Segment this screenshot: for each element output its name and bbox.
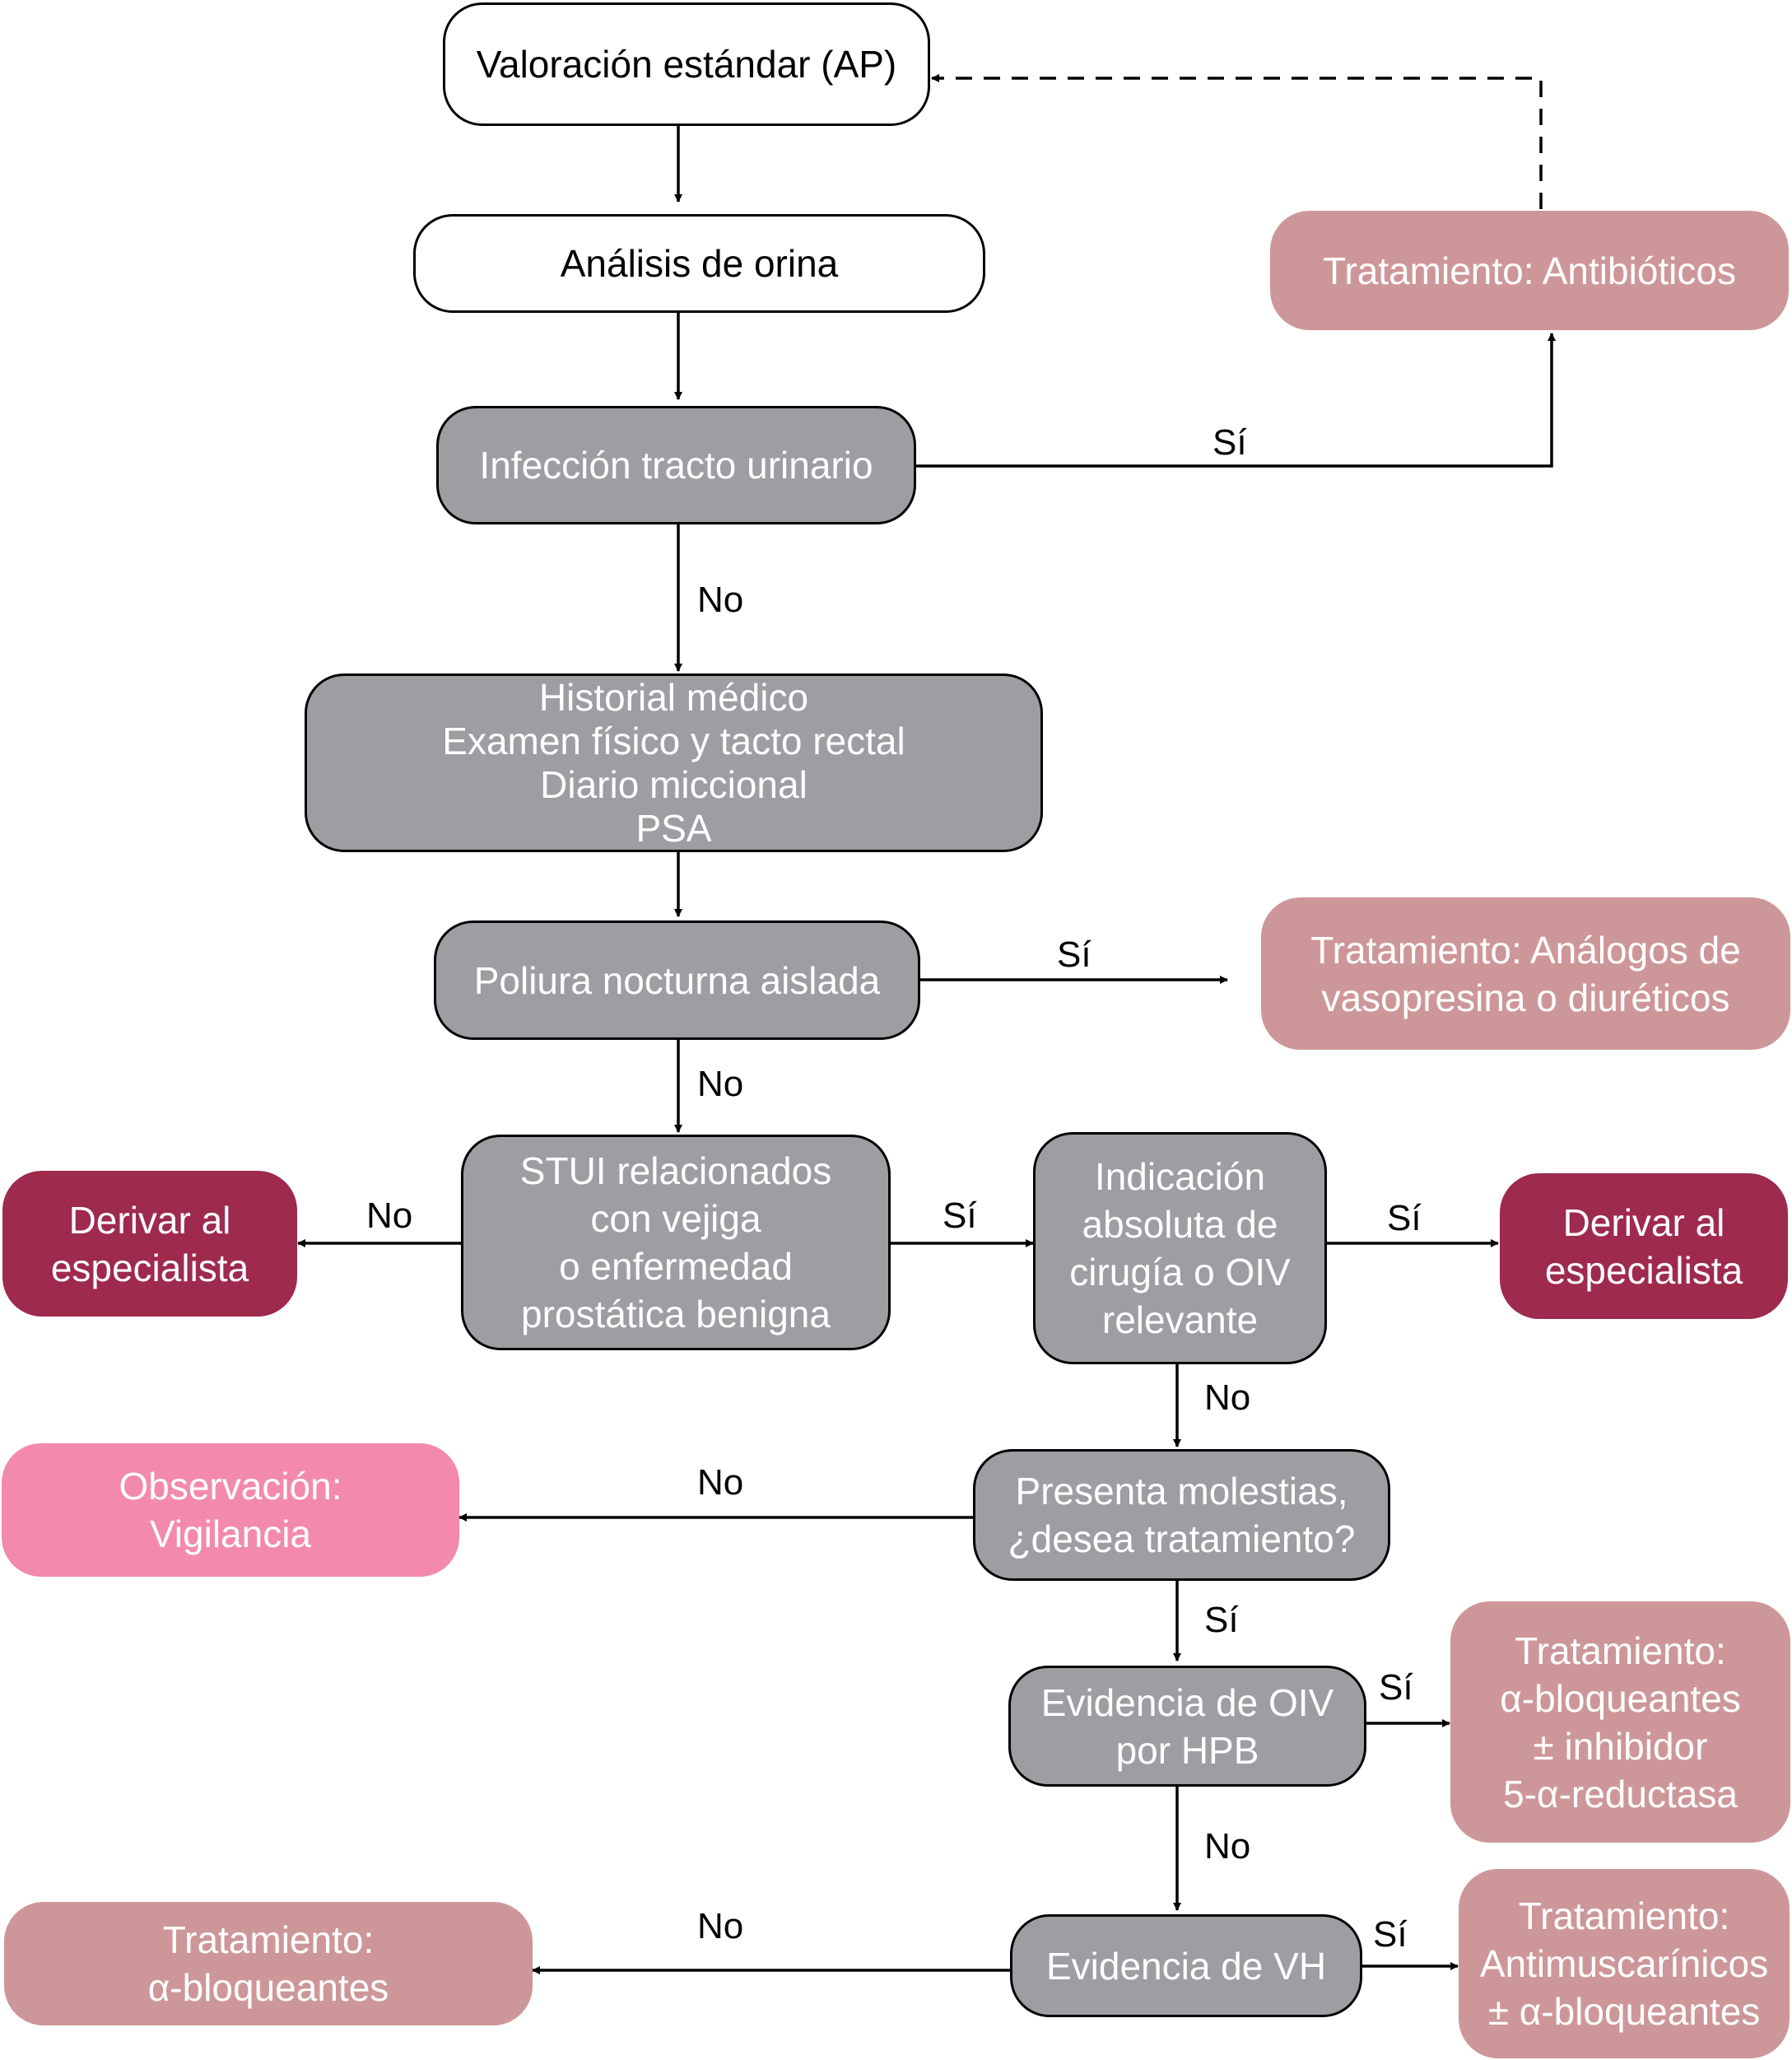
node-line: Tratamiento: [1518, 1895, 1730, 1937]
node-tratamiento-antimuscarinicos: Tratamiento: Antimuscarínicos ± α-bloque… [1459, 1869, 1790, 2058]
edge-label-oiv-no: No [1204, 1826, 1251, 1867]
edge-label-oiv-si: Sí [1379, 1667, 1413, 1708]
edge-label-infeccion-si: Sí [1213, 422, 1247, 463]
node-text: Tratamiento: Análogos de vasopresina o d… [1310, 926, 1741, 1022]
node-line: α-bloqueantes [1500, 1676, 1741, 1720]
node-line: Tratamiento: [162, 1918, 375, 1961]
node-line: relevante [1101, 1298, 1259, 1341]
node-derivar-especialista-left: Derivar al especialista [2, 1171, 297, 1317]
node-line: Observación: [119, 1465, 342, 1508]
arrow-infeccion-si [916, 333, 1556, 468]
node-line: vasopresina o diuréticos [1321, 976, 1730, 1019]
node-text: Evidencia de VH [1046, 1942, 1326, 1990]
edge-label-stui-no: No [366, 1195, 413, 1236]
node-line: Derivar al [1562, 1200, 1725, 1244]
node-indicacion-absoluta: Indicación absoluta de cirugía o OIV rel… [1033, 1132, 1327, 1364]
node-text: STUI relacionados con vejiga o enfermeda… [520, 1147, 831, 1338]
node-line: prostática benigna [521, 1293, 831, 1335]
node-line: Derivar al [68, 1198, 231, 1242]
node-line: Valoración estándar (AP) [476, 43, 897, 86]
node-text: Presenta molestias, ¿desea tratamiento? [1008, 1467, 1356, 1563]
node-text: Indicación absoluta de cirugía o OIV rel… [1069, 1153, 1290, 1344]
node-text: Análisis de orina [561, 240, 839, 287]
node-derivar-especialista-right: Derivar al especialista [1500, 1173, 1788, 1319]
node-line: especialista [50, 1246, 249, 1289]
node-text: Derivar al especialista [1545, 1199, 1743, 1294]
node-text: Tratamiento: α-bloqueantes ± inhibidor 5… [1500, 1627, 1741, 1818]
node-text: Evidencia de OIV por HPB [1041, 1679, 1334, 1774]
node-line: Tratamiento: Análogos de [1310, 928, 1741, 972]
node-line: Diario miccional [540, 762, 808, 806]
node-text: Historial médico Examen físico y tacto r… [442, 676, 905, 851]
edge-label-poliuria-si: Sí [1057, 934, 1091, 975]
node-text: Tratamiento: Antibióticos [1323, 247, 1736, 295]
node-presenta-molestias: Presenta molestias, ¿desea tratamiento? [973, 1449, 1390, 1581]
edge-label-vh-no: No [697, 1906, 744, 1946]
node-line: Tratamiento: Antibióticos [1323, 249, 1736, 292]
node-line: Presenta molestias, [1015, 1470, 1348, 1512]
node-evidencia-oiv: Evidencia de OIV por HPB [1008, 1666, 1366, 1787]
edge-label-indicacion-no: No [1204, 1377, 1251, 1418]
node-line: Poliura nocturna aislada [473, 958, 881, 1002]
node-line: ± inhibidor [1533, 1724, 1708, 1768]
node-line: cirugía o OIV [1069, 1251, 1291, 1293]
node-line: absoluta de [1082, 1203, 1278, 1246]
edge-label-vh-si: Sí [1373, 1914, 1408, 1955]
edge-label-poliuria-no: No [697, 1064, 744, 1104]
node-line: 5-α-reductasa [1503, 1772, 1738, 1815]
node-line: Análisis de orina [560, 242, 839, 285]
node-valoracion-estandar: Valoración estándar (AP) [443, 2, 930, 126]
node-text: Tratamiento: Antimuscarínicos ± α-bloque… [1480, 1892, 1768, 2035]
node-poliuria-nocturna: Poliura nocturna aislada [434, 920, 920, 1040]
node-text: Observación: Vigilancia [119, 1462, 342, 1558]
node-text: Valoración estándar (AP) [477, 40, 897, 88]
node-line: Evidencia de OIV [1040, 1680, 1334, 1724]
edge-label-indicacion-si: Sí [1387, 1198, 1422, 1238]
node-line: ± α-bloqueantes [1487, 1990, 1761, 2033]
node-line: especialista [1544, 1248, 1743, 1292]
node-evidencia-vh: Evidencia de VH [1010, 1914, 1362, 2017]
node-text: Derivar al especialista [51, 1196, 249, 1292]
node-line: o enfermedad [559, 1245, 793, 1288]
edge-label-molestias-si: Sí [1204, 1600, 1239, 1640]
node-observacion-vigilancia: Observación: Vigilancia [2, 1443, 459, 1577]
node-text: Tratamiento: α-bloqueantes [148, 1916, 389, 2011]
node-tratamiento-vasopresina: Tratamiento: Análogos de vasopresina o d… [1261, 897, 1790, 1050]
edge-label-infeccion-no: No [697, 580, 744, 620]
edge-label-molestias-no: No [697, 1462, 744, 1503]
node-line: Examen físico y tacto rectal [442, 719, 905, 762]
node-line: ¿desea tratamiento? [1008, 1517, 1356, 1560]
node-line: Historial médico [538, 675, 809, 719]
node-stui-relacionados: STUI relacionados con vejiga o enfermeda… [461, 1135, 891, 1350]
arrow-antibioticos-return [931, 74, 1543, 209]
node-line: Antimuscarínicos [1479, 1942, 1769, 1985]
node-historial-medico: Historial médico Examen físico y tacto r… [305, 673, 1043, 852]
node-line: α-bloqueantes [147, 1966, 389, 2009]
node-line: con vejiga [590, 1197, 761, 1240]
node-line: Infección tracto urinario [479, 444, 873, 487]
node-line: Evidencia de VH [1045, 1944, 1327, 1988]
node-tratamiento-alfa-inhibidor: Tratamiento: α-bloqueantes ± inhibidor 5… [1450, 1601, 1790, 1843]
node-text: Poliura nocturna aislada [474, 957, 881, 1004]
node-line: Vigilancia [149, 1512, 312, 1555]
node-tratamiento-alfa-bloqueantes: Tratamiento: α-bloqueantes [4, 1902, 533, 2025]
node-line: PSA [635, 806, 712, 850]
edge-label-stui-si: Sí [943, 1195, 977, 1236]
node-line: Indicación [1094, 1155, 1266, 1198]
node-analisis-orina: Análisis de orina [413, 214, 985, 313]
node-tratamiento-antibioticos: Tratamiento: Antibióticos [1270, 211, 1789, 330]
node-text: Infección tracto urinario [479, 441, 873, 489]
node-infeccion-tracto-urinario: Infección tracto urinario [436, 406, 916, 524]
node-line: Tratamiento: [1515, 1629, 1726, 1672]
node-line: STUI relacionados [519, 1149, 832, 1192]
node-line: por HPB [1115, 1728, 1259, 1772]
